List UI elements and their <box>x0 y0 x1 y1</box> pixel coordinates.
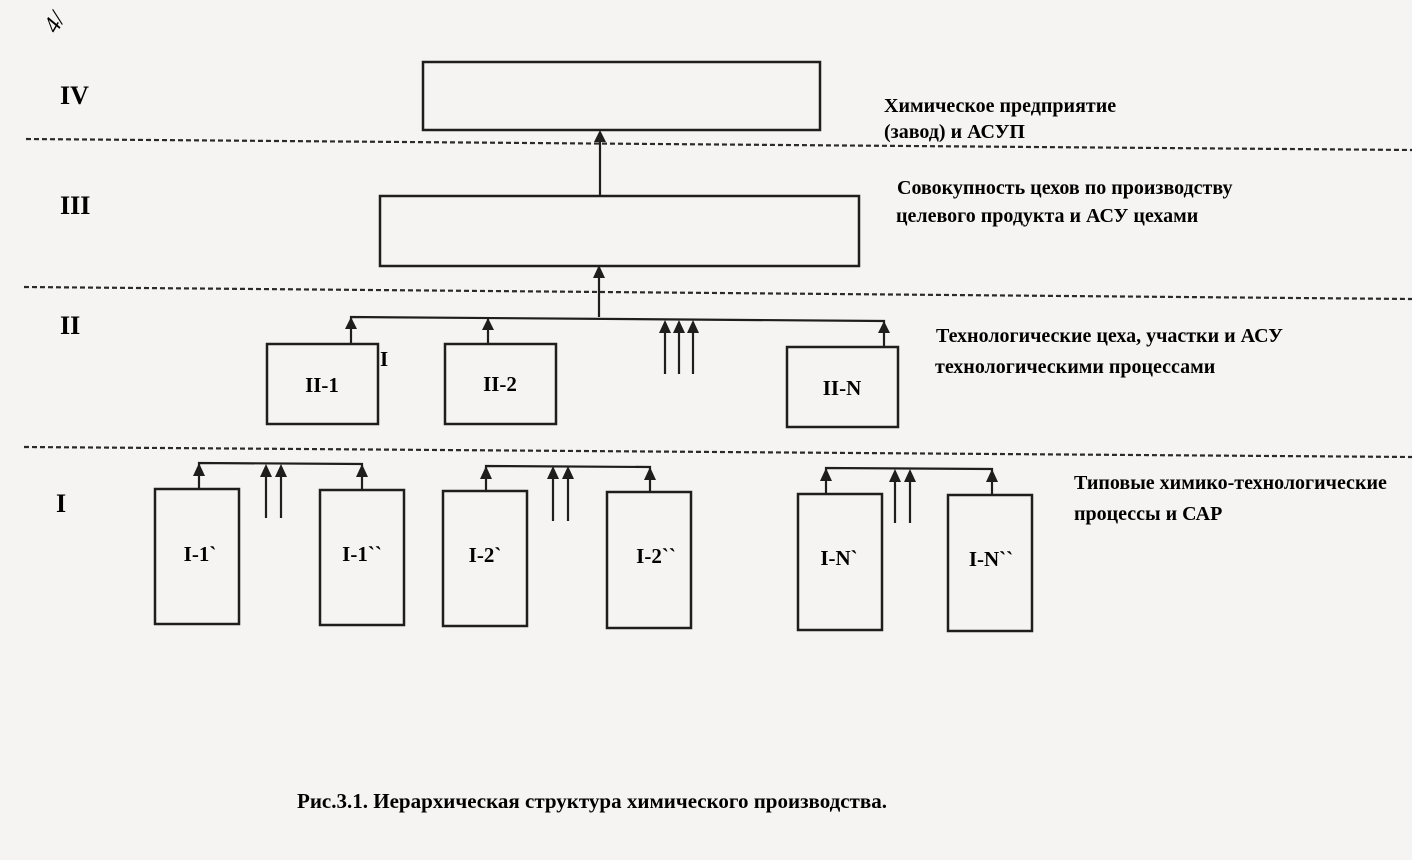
arrowhead-i-1b <box>356 464 368 477</box>
desc-ii-line-2: технологическими процессами <box>935 356 1215 378</box>
box-ii-2 <box>443 342 558 426</box>
arrowhead-i-1a <box>193 463 205 476</box>
desc-iv-line-1: Химическое предприятие <box>884 95 1116 117</box>
desc-iv-line-2: (завод) и АСУП <box>884 121 1025 143</box>
ellipsis-arrowhead-i1-a <box>260 464 272 477</box>
figure-caption: Рис.3.1. Иерархическая структура химичес… <box>297 789 887 813</box>
arrowhead-i-2b <box>644 467 656 480</box>
arrowhead-i-na <box>820 468 832 481</box>
level-label-i: I <box>56 489 66 518</box>
arrowhead-iv <box>594 130 606 142</box>
arrowhead-i-nb <box>986 469 998 482</box>
box-ii-n-label: II-N <box>823 376 862 400</box>
ellipsis-arrowhead-in-b <box>904 469 916 482</box>
arrowhead-ii-1 <box>345 317 357 329</box>
box-i-1b <box>318 488 406 627</box>
box-ii-2-label: II-2 <box>483 372 517 396</box>
ellipsis-arrowhead-ii-b <box>673 320 685 333</box>
arrowhead-i-2a <box>480 466 492 479</box>
box-ii-1 <box>265 342 380 426</box>
level-label-iv: IV <box>60 81 89 110</box>
desc-ii-line-1: Технологические цеха, участки и АСУ <box>936 325 1283 347</box>
box-i-2b <box>605 490 693 630</box>
stray-mark: I <box>380 347 388 371</box>
box-ii-1-label: II-1 <box>305 373 339 397</box>
box-i-1a-label: I-1` <box>184 542 217 566</box>
desc-iii-line-1: Совокупность цехов по производству <box>897 177 1232 199</box>
desc-i-line-2: процессы и САР <box>1074 503 1222 525</box>
box-i-nb-label: I-N`` <box>969 547 1013 571</box>
separator-ii-i <box>23 445 1412 459</box>
separator-iii-ii <box>23 285 1412 301</box>
arrowhead-iii <box>593 265 605 278</box>
box-i-2a <box>441 489 529 628</box>
desc-i-line-1: Типовые химико-технологические <box>1074 472 1387 494</box>
box-i-na-label: I-N` <box>820 546 857 570</box>
level-label-ii: II <box>60 311 80 340</box>
bus-level-ii <box>349 315 886 346</box>
arrowhead-ii-2 <box>482 318 494 330</box>
separator-iv-iii <box>25 137 1412 152</box>
ellipsis-arrowhead-i1-b <box>275 464 287 477</box>
box-i-1a <box>153 487 241 626</box>
ellipsis-arrowhead-ii-a <box>659 320 671 333</box>
ellipsis-arrowhead-i2-b <box>562 466 574 479</box>
box-i-nb <box>946 493 1034 633</box>
box-i-2b-label: I-2`` <box>636 544 676 568</box>
desc-iii-line-2: целевого продукта и АСУ цехами <box>896 205 1198 227</box>
box-i-na <box>796 492 884 632</box>
ellipsis-arrowhead-in-a <box>889 469 901 482</box>
box-i-1b-label: I-1`` <box>342 542 382 566</box>
ellipsis-arrowhead-ii-c <box>687 320 699 333</box>
box-i-2a-label: I-2` <box>469 543 502 567</box>
box-ii-n <box>785 345 900 429</box>
box-iv-enterprise <box>421 60 822 132</box>
corner-mark: 4/ <box>39 6 72 37</box>
box-iii-workshops <box>378 194 861 268</box>
arrowhead-ii-n <box>878 321 890 333</box>
level-label-iii: III <box>60 191 90 220</box>
ellipsis-arrowhead-i2-a <box>547 466 559 479</box>
